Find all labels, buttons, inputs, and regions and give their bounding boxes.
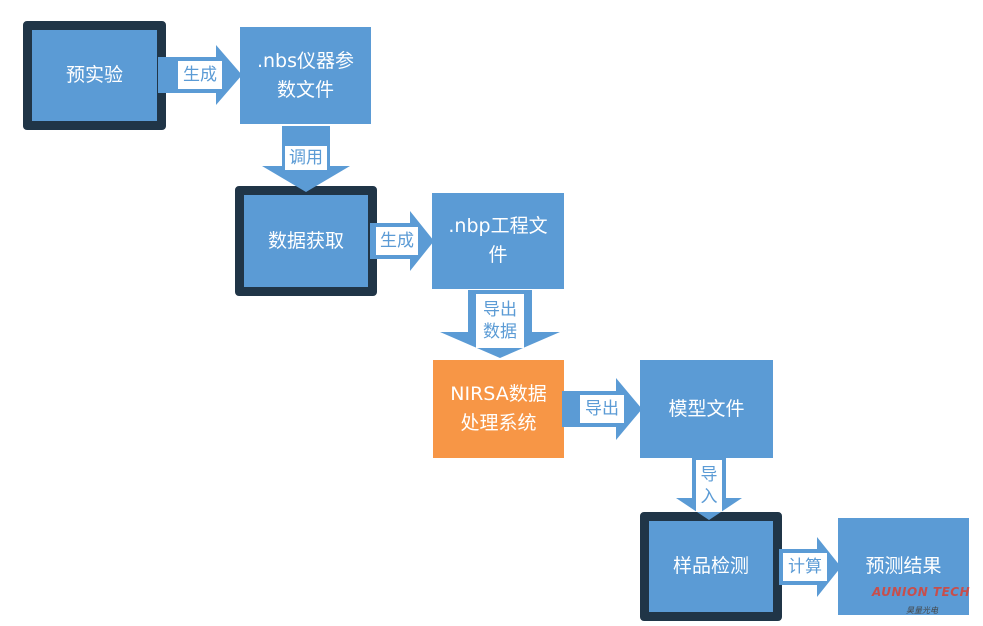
- node-pre-experiment: 预实验: [23, 21, 166, 130]
- logo-subtext: 昊量光电: [906, 606, 938, 615]
- node-nirsa-system: NIRSA数据 处理系统: [433, 360, 564, 458]
- arrow-label-generate-1: 生成: [178, 61, 222, 89]
- node-nbp-file: .nbp工程文 件: [432, 193, 564, 289]
- company-logo: AUNION TECH 昊量光电: [872, 585, 982, 623]
- arrow-export-data: 导出 数据: [440, 290, 560, 358]
- arrow-calculate: 计算: [779, 537, 841, 597]
- arrow-label-export-data: 导出 数据: [476, 294, 524, 348]
- logo-text: AUNION TECH: [872, 585, 971, 599]
- node-sample-detection: 样品检测: [640, 512, 782, 621]
- arrow-export: 导出: [562, 378, 642, 440]
- arrow-import: 导 入: [676, 458, 742, 520]
- node-prediction-result: 预测结果: [838, 518, 969, 615]
- arrow-label-generate-2: 生成: [376, 227, 418, 255]
- arrow-label-invoke: 调用: [285, 146, 327, 170]
- arrow-generate-1: 生成: [158, 45, 242, 105]
- node-data-acquisition: 数据获取: [235, 186, 377, 296]
- arrow-label-import: 导 入: [696, 460, 722, 512]
- arrow-label-calculate: 计算: [783, 553, 827, 581]
- node-model-file: 模型文件: [640, 360, 773, 458]
- arrow-generate-2: 生成: [370, 211, 434, 271]
- node-nbs-file: .nbs仪器参 数文件: [240, 27, 371, 124]
- arrow-invoke: 调用: [262, 126, 350, 192]
- arrow-label-export: 导出: [580, 395, 624, 423]
